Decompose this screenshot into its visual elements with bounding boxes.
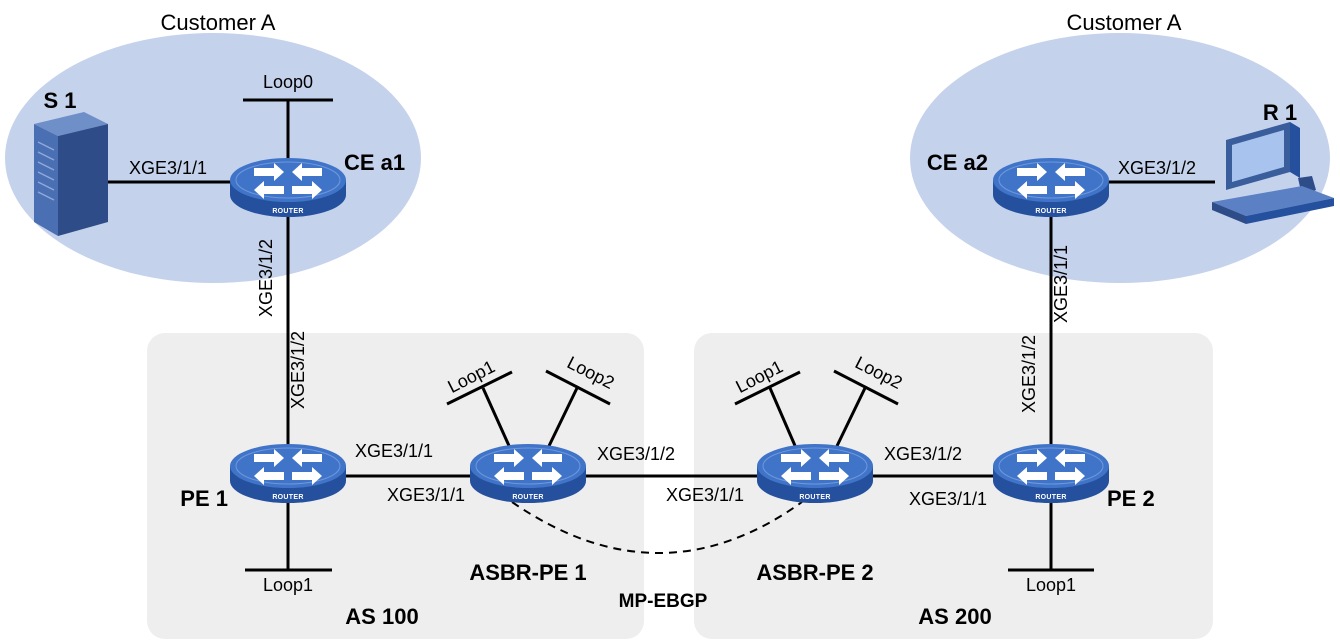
site-title-left: Customer A [161, 10, 276, 35]
router-badge: ROUTER [272, 208, 303, 215]
asbr2-loop2-bar [833, 369, 899, 406]
router-badge: ROUTER [799, 494, 830, 501]
asbr2-loop2-stem [834, 385, 868, 449]
loopback-label-pe1: Loop1 [263, 575, 313, 595]
device-label-pe1: PE 1 [180, 486, 228, 511]
router-ce-a1[interactable]: ROUTER [229, 157, 347, 218]
interface-label-ce-a1-pe1: XGE3/1/2 [256, 239, 276, 317]
loopback-label-pe2: Loop1 [1026, 575, 1076, 595]
asbr1-loop2-bar [545, 369, 611, 406]
interface-label-ce-a2-down: XGE3/1/1 [1051, 245, 1071, 323]
device-label-ce-a1: CE a1 [344, 150, 405, 175]
device-label-ce-a2: CE a2 [927, 150, 988, 175]
customer-site-right [910, 33, 1330, 283]
customer-site-left [5, 33, 421, 283]
interface-label-pe2-up: XGE3/1/2 [1019, 335, 1039, 413]
interface-label-pe1-up: XGE3/1/2 [288, 331, 308, 409]
as-label-left: AS 100 [345, 604, 418, 629]
router-badge: ROUTER [512, 494, 543, 501]
links [108, 98, 1215, 572]
mp-ebgp-session [511, 501, 803, 554]
session-label: MP-EBGP [619, 591, 708, 612]
as-area-right [694, 333, 1213, 639]
router-asbr-pe1[interactable]: ROUTER [469, 443, 587, 504]
router-asbr-pe2[interactable]: ROUTER [756, 443, 874, 504]
interface-label-pe1-asbr1: XGE3/1/1 [355, 441, 433, 461]
asbr1-loop1-stem [481, 387, 512, 449]
device-label-asbr-pe2: ASBR-PE 2 [756, 560, 873, 585]
asbr2-loop1-bar [734, 370, 801, 406]
site-title-right: Customer A [1067, 10, 1182, 35]
interface-label-ce-a2-r1: XGE3/1/2 [1118, 158, 1196, 178]
router-badge: ROUTER [1035, 208, 1066, 215]
device-label-s1: S 1 [43, 88, 76, 113]
interface-label-pe2-asbr2: XGE3/1/1 [909, 489, 987, 509]
router-pe1[interactable]: ROUTER [229, 443, 347, 504]
device-label-r1: R 1 [1263, 100, 1297, 125]
interface-label-s1-ce-a1: XGE3/1/1 [129, 158, 207, 178]
interface-label-asbr2-pe2: XGE3/1/2 [884, 444, 962, 464]
router-ce-a2[interactable]: ROUTER [992, 157, 1110, 218]
interface-label-asbr1-asbr2: XGE3/1/2 [597, 444, 675, 464]
router-badge: ROUTER [272, 494, 303, 501]
router-badge: ROUTER [1035, 494, 1066, 501]
as-label-right: AS 200 [918, 604, 991, 629]
asbr1-loop1-bar [446, 370, 513, 406]
device-label-pe2: PE 2 [1107, 486, 1155, 511]
asbr2-loop1-stem [768, 387, 798, 449]
as-area-left [147, 333, 644, 639]
interface-label-asbr2-asbr1: XGE3/1/1 [666, 485, 744, 505]
router-pe2[interactable]: ROUTER [992, 443, 1110, 504]
loopback-label-ce-a1: Loop0 [263, 72, 313, 92]
device-label-asbr-pe1: ASBR-PE 1 [469, 560, 586, 585]
pc-icon[interactable] [1212, 122, 1334, 224]
interface-label-asbr1-pe1: XGE3/1/1 [387, 485, 465, 505]
server-icon[interactable] [34, 112, 108, 236]
asbr1-loop2-stem [546, 385, 580, 449]
